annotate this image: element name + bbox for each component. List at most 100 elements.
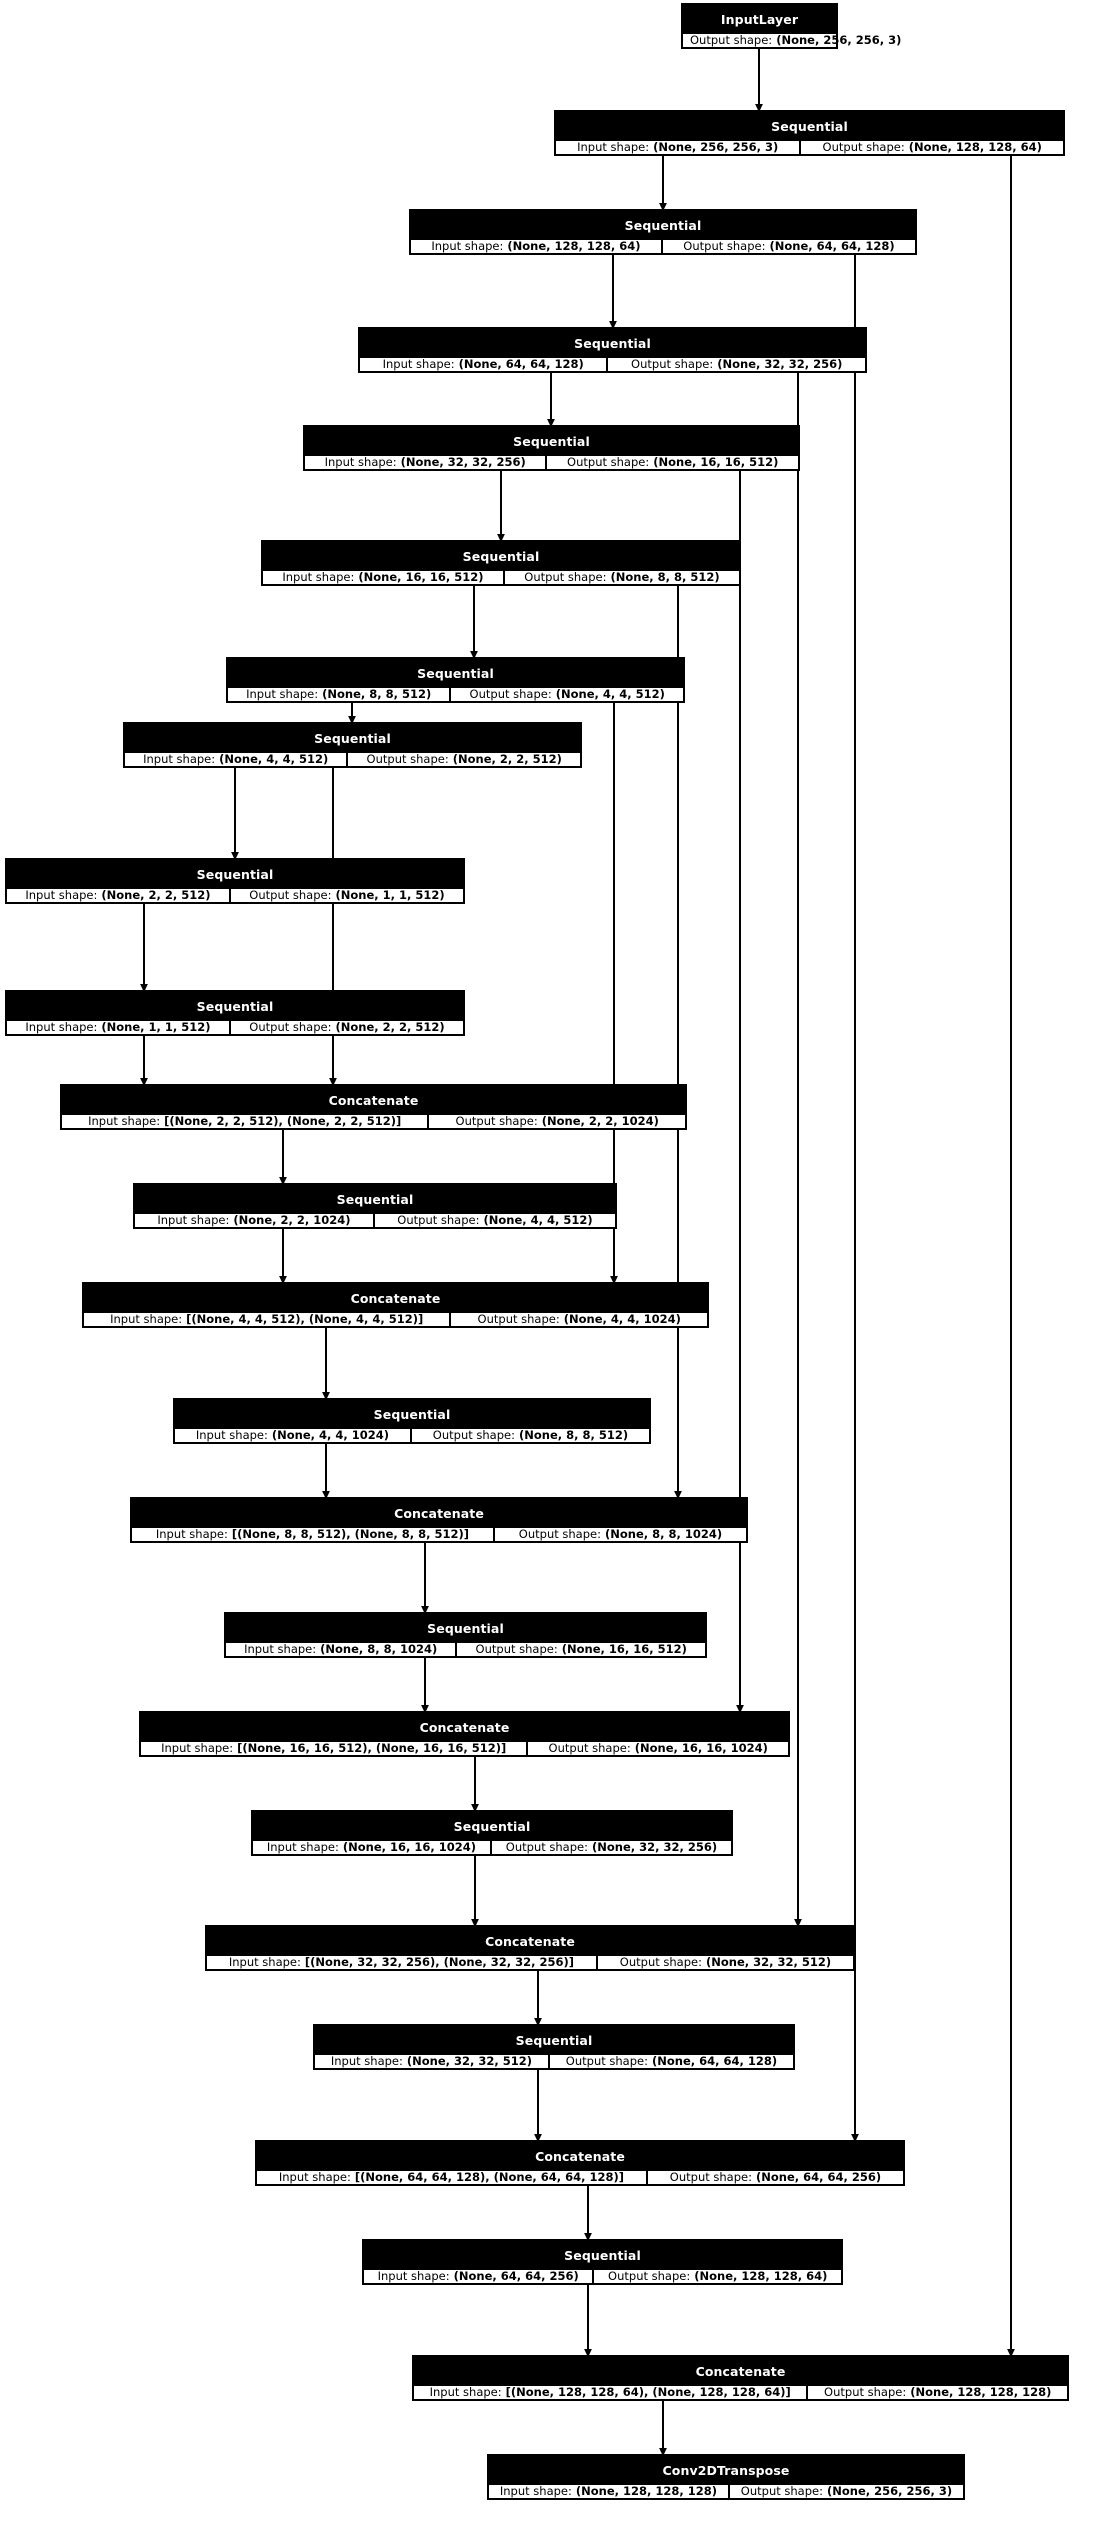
input-shape-value: [(None, 16, 16, 512), (None, 16, 16, 512…	[237, 1740, 507, 1755]
node-output-shape: Output shape:(None, 32, 32, 256)	[608, 357, 865, 371]
output-shape-label: Output shape:	[249, 887, 332, 902]
input-shape-value: [(None, 4, 4, 512), (None, 4, 4, 512)]	[186, 1311, 424, 1326]
output-shape-label: Output shape:	[567, 454, 650, 469]
edge-paths	[140, 49, 1015, 2457]
node-title: Sequential	[411, 211, 915, 238]
node-input-shape: Input shape:(None, 16, 16, 512)	[263, 569, 505, 584]
node-output-shape: Output shape:(None, 2, 2, 512)	[348, 751, 580, 766]
input-shape-label: Input shape:	[155, 1526, 228, 1541]
output-shape-value: (None, 2, 2, 512)	[452, 751, 562, 766]
node-shapes: Input shape:[(None, 64, 64, 128), (None,…	[257, 2168, 903, 2184]
output-shape-label: Output shape:	[432, 1427, 515, 1442]
input-shape-value: (None, 8, 8, 512)	[322, 686, 432, 701]
input-shape-value: (None, 16, 16, 1024)	[342, 1839, 477, 1854]
output-shape-value: (None, 128, 128, 64)	[908, 139, 1042, 154]
node-input-shape: Input shape:[(None, 4, 4, 512), (None, 4…	[84, 1311, 452, 1326]
output-shape-label: Output shape:	[690, 32, 773, 47]
node-title: Sequential	[228, 659, 683, 686]
input-shape-label: Input shape:	[244, 1641, 317, 1656]
input-shape-value: [(None, 32, 32, 256), (None, 32, 32, 256…	[304, 1954, 575, 1969]
input-shape-value: (None, 4, 4, 1024)	[271, 1427, 390, 1442]
node-output-shape: Output shape:(None, 128, 128, 128)	[808, 2385, 1067, 2399]
node-output-shape: Output shape:(None, 16, 16, 512)	[457, 1641, 705, 1656]
node-output-shape: Output shape:(None, 256, 256, 3)	[683, 32, 908, 47]
node-title: Concatenate	[141, 1713, 788, 1740]
node-title: Concatenate	[414, 2357, 1067, 2384]
node-shapes: Input shape:(None, 2, 2, 512)Output shap…	[7, 886, 463, 902]
input-shape-label: Input shape:	[429, 2384, 502, 2399]
output-shape-label: Output shape:	[455, 1113, 538, 1128]
output-shape-value: (None, 16, 16, 512)	[561, 1641, 687, 1656]
input-shape-label: Input shape:	[246, 686, 319, 701]
node-shapes: Input shape:(None, 16, 16, 512)Output sh…	[263, 568, 739, 584]
node-shapes: Input shape:(None, 128, 128, 128)Output …	[489, 2482, 963, 2498]
node-output-shape: Output shape:(None, 64, 64, 128)	[663, 238, 915, 253]
input-shape-label: Input shape:	[499, 2483, 572, 2498]
output-shape-value: (None, 128, 128, 64)	[694, 2268, 828, 2283]
node-shapes: Input shape:(None, 32, 32, 256)Output sh…	[305, 453, 798, 469]
output-shape-value: (None, 256, 256, 3)	[826, 2483, 953, 2498]
output-shape-label: Output shape:	[740, 2483, 823, 2498]
output-shape-label: Output shape:	[366, 751, 449, 766]
output-shape-label: Output shape:	[249, 1019, 332, 1034]
node-input-shape: Input shape:(None, 8, 8, 512)	[228, 686, 452, 701]
output-shape-value: (None, 2, 2, 1024)	[541, 1113, 659, 1128]
node-title: Sequential	[175, 1400, 649, 1427]
node-title: Sequential	[556, 112, 1063, 139]
node-title: Conv2DTranspose	[489, 2456, 963, 2483]
node-title: Concatenate	[132, 1499, 746, 1526]
output-shape-value: (None, 4, 4, 512)	[483, 1212, 593, 1227]
output-shape-value: (None, 64, 64, 128)	[769, 238, 895, 253]
input-shape-value: (None, 16, 16, 512)	[358, 569, 484, 584]
output-shape-label: Output shape:	[518, 1526, 601, 1541]
input-shape-value: (None, 32, 32, 256)	[400, 454, 526, 469]
output-shape-label: Output shape:	[683, 238, 766, 253]
node-output-shape: Output shape:(None, 16, 16, 512)	[547, 454, 798, 469]
node-input-shape: Input shape:(None, 16, 16, 1024)	[253, 1839, 492, 1854]
node-output-shape: Output shape:(None, 4, 4, 512)	[375, 1212, 615, 1227]
node-input-shape: Input shape:[(None, 2, 2, 512), (None, 2…	[62, 1114, 430, 1128]
node-title: Concatenate	[62, 1086, 685, 1113]
output-shape-value: (None, 4, 4, 1024)	[563, 1311, 681, 1326]
input-shape-value: [(None, 64, 64, 128), (None, 64, 64, 128…	[354, 2169, 625, 2184]
output-shape-label: Output shape:	[608, 2268, 691, 2283]
output-shape-value: (None, 32, 32, 256)	[591, 1839, 718, 1854]
node-shapes: Input shape:(None, 8, 8, 1024)Output sha…	[226, 1640, 705, 1656]
node-output-shape: Output shape:(None, 4, 4, 1024)	[451, 1311, 707, 1326]
node-title: Sequential	[360, 329, 865, 356]
node-output-shape: Output shape:(None, 128, 128, 64)	[594, 2268, 841, 2283]
output-shape-label: Output shape:	[619, 1954, 702, 1969]
node-output-shape: Output shape:(None, 8, 8, 512)	[412, 1427, 649, 1442]
input-shape-value: (None, 64, 64, 256)	[453, 2268, 579, 2283]
node-input-shape: Input shape:(None, 128, 128, 64)	[411, 239, 663, 253]
node-output-shape: Output shape:(None, 8, 8, 512)	[505, 570, 739, 584]
node-title: InputLayer	[683, 5, 836, 32]
input-shape-value: (None, 32, 32, 512)	[406, 2053, 533, 2068]
output-shape-label: Output shape:	[477, 1311, 560, 1326]
input-shape-label: Input shape:	[278, 2169, 351, 2184]
